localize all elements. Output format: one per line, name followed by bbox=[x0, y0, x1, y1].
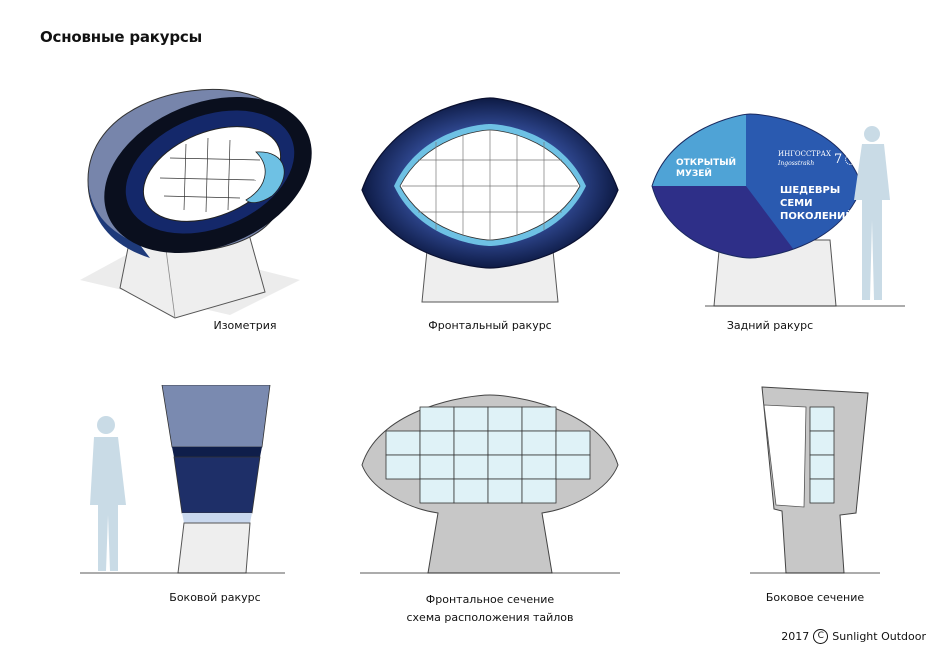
front-section-view bbox=[360, 394, 620, 574]
tile bbox=[487, 454, 523, 480]
tile bbox=[453, 430, 489, 456]
caption-isometry: Изометрия bbox=[213, 319, 277, 332]
tile bbox=[385, 430, 421, 456]
caption-front-section: Фронтальное сечение схема расположения т… bbox=[406, 593, 574, 624]
back-view bbox=[651, 113, 905, 307]
tile bbox=[419, 454, 455, 480]
tile bbox=[453, 454, 489, 480]
footer-year: 2017 bbox=[781, 630, 810, 643]
tile bbox=[809, 406, 835, 432]
dots-ring-icon bbox=[845, 153, 857, 165]
footer-copyright: 2017 C Sunlight Outdoor bbox=[781, 629, 926, 644]
tile bbox=[419, 406, 455, 432]
person-silhouette bbox=[854, 126, 890, 300]
logo-text: ИНГОССТРАХ bbox=[778, 150, 831, 158]
back-left-label: ОТКРЫТЫЙ МУЗЕЙ bbox=[676, 158, 737, 179]
back-logo: ИНГОССТРАХ Ingosstrakh 7 bbox=[778, 150, 857, 168]
tile bbox=[521, 454, 557, 480]
front-view bbox=[361, 97, 619, 303]
tile bbox=[521, 430, 557, 456]
back-right-label: ШЕДЕВРЫ СЕМИ ПОКОЛЕНИЙ bbox=[780, 185, 854, 222]
tile bbox=[555, 430, 591, 456]
tile bbox=[521, 406, 557, 432]
logo-number: 7 bbox=[833, 151, 843, 167]
caption-side-section: Боковое сечение bbox=[765, 591, 865, 604]
tile bbox=[487, 406, 523, 432]
tile bbox=[555, 454, 591, 480]
tile bbox=[453, 406, 489, 432]
footer-company: Sunlight Outdoor bbox=[832, 630, 926, 643]
tile bbox=[453, 478, 489, 504]
caption-front: Фронтальный ракурс bbox=[428, 319, 552, 332]
copyright-icon: C bbox=[813, 629, 829, 644]
caption-back: Задний ракурс bbox=[726, 319, 814, 332]
person-silhouette bbox=[90, 416, 126, 571]
tile bbox=[521, 478, 557, 504]
page-title: Основные ракурсы bbox=[40, 28, 202, 46]
side-view bbox=[80, 385, 285, 574]
tile bbox=[385, 454, 421, 480]
logo-subtext: Ingosstrakh bbox=[778, 160, 815, 167]
pedestal bbox=[177, 522, 251, 574]
caption-side: Боковой ракурс bbox=[169, 591, 261, 604]
tile bbox=[809, 454, 835, 480]
tile bbox=[487, 478, 523, 504]
tile-grid bbox=[385, 406, 591, 504]
tile bbox=[809, 478, 835, 504]
tile bbox=[419, 430, 455, 456]
side-tile-column bbox=[809, 406, 835, 504]
side-section-view bbox=[750, 386, 880, 574]
tile bbox=[487, 430, 523, 456]
inner-window bbox=[142, 126, 282, 222]
isometry-view bbox=[80, 88, 312, 319]
tile bbox=[809, 430, 835, 456]
tile bbox=[419, 478, 455, 504]
